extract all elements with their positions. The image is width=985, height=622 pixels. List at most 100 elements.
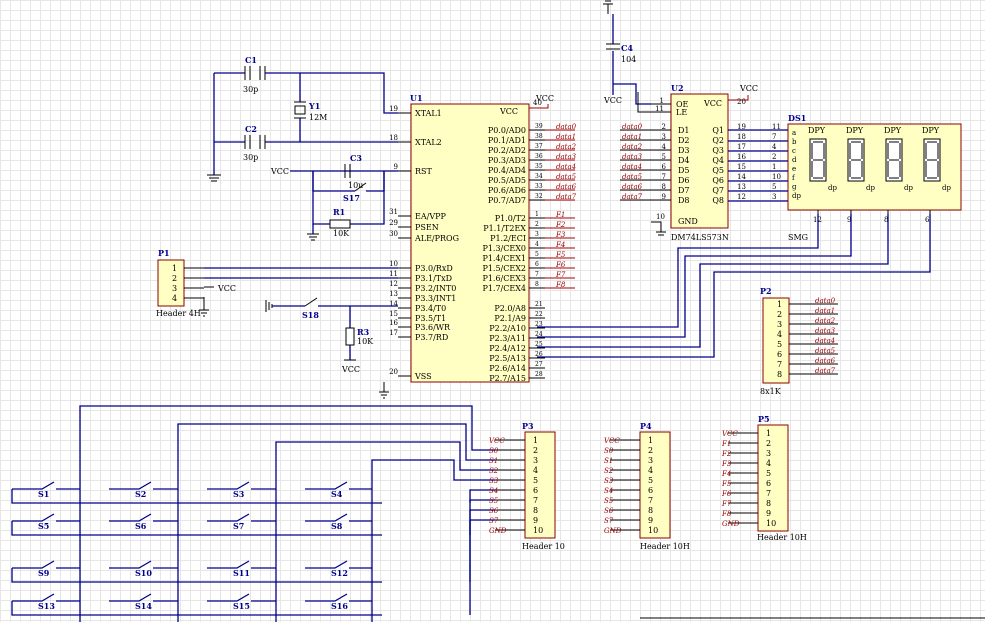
p4-pin-number: 5 [648, 476, 653, 485]
p3-pin-number: 5 [533, 476, 538, 485]
u1-pin-number: 27 [535, 361, 543, 368]
p2-name: 8x1K [760, 387, 782, 396]
net-label: data7 [815, 367, 836, 375]
net-label: S1 [489, 457, 498, 465]
net-label: S2 [604, 467, 614, 475]
net-label: S3 [489, 477, 499, 485]
net-label: S5 [604, 497, 614, 505]
p5-pin-number: 7 [766, 489, 771, 498]
segment-label: c [792, 147, 796, 155]
u1-pin-name: ALE/PROG [414, 234, 459, 243]
key-switch [12, 481, 80, 490]
u2-pin-number: 12 [737, 193, 746, 201]
seven-segment [925, 141, 939, 179]
segment-label: b [792, 138, 797, 146]
u2-pin-name: Q5 [712, 166, 724, 175]
p5-body[interactable] [757, 424, 789, 532]
key-switch [305, 481, 372, 490]
s18-ref: S18 [302, 310, 319, 320]
u2-vcc-number: 20 [737, 98, 746, 106]
r1-ref: R1 [333, 207, 345, 217]
u1-pin-name: P2.0/A8 [494, 304, 526, 313]
u1-pin-name: P1.7/CEX4 [482, 284, 526, 293]
u1-pin-name: P3.7/RD [415, 333, 448, 342]
ds1-name: SMG [788, 233, 808, 242]
net-label: data1 [815, 307, 835, 315]
u2-pin-name: LE [676, 108, 687, 117]
net-label: data5 [815, 347, 836, 355]
net-label: S6 [604, 507, 614, 515]
u1-pin-name: P2.3/A11 [489, 334, 526, 343]
u1-vcc-pin [529, 104, 549, 109]
u2-pin-name: OE [676, 100, 689, 109]
u2-pin-name: Q4 [712, 156, 724, 165]
p1-body[interactable] [157, 259, 185, 307]
net-label: data2 [556, 143, 577, 151]
u2-pin-number: 1 [660, 97, 664, 105]
keypad-column-wire [275, 441, 495, 622]
c3-value: 10u [348, 181, 363, 190]
keypad-row-return [469, 499, 495, 535]
u1-pin-number: 6 [535, 261, 539, 268]
u2-pin-name: D8 [678, 196, 690, 205]
p2-pin-number: 7 [777, 360, 782, 369]
u2-pin-number: 3 [662, 133, 666, 141]
u2-pin-name: D6 [678, 176, 690, 185]
u1-pin-name: P0.4/AD4 [488, 166, 526, 175]
p2-pin-number: 2 [777, 310, 782, 319]
net-label: GND [604, 527, 622, 535]
header-pins: 1VCC2S03S14S25S36S47S58S69S710GND1VCC2S0… [489, 429, 776, 535]
u2-pin-number: 6 [662, 163, 667, 171]
net-label: F8 [721, 510, 732, 518]
u1-pin-number: 35 [535, 163, 543, 170]
net-label: S1 [604, 457, 613, 465]
keypad-column-wire [371, 459, 495, 622]
p2-pin-number: 4 [777, 330, 782, 339]
p2-body[interactable] [762, 297, 790, 384]
p2-pin-number: 5 [777, 340, 782, 349]
p5-name: Header 10H [757, 533, 807, 542]
ds1-pin-number: 4 [772, 143, 777, 151]
digit-select-wires [537, 214, 931, 358]
net-label: F4 [555, 241, 565, 249]
keypad-row-wire [11, 521, 382, 536]
u2-ref: U2 [671, 83, 684, 93]
net-label: F3 [721, 460, 732, 468]
u1-pin-number: 3 [535, 231, 539, 238]
p4-pin-number: 4 [648, 466, 653, 475]
net-label: data7 [556, 193, 577, 201]
p4-pin-number: 8 [648, 506, 653, 515]
p5-pin-number: 9 [766, 509, 771, 518]
u1-pin-number: 36 [535, 153, 543, 160]
p4-body[interactable] [639, 431, 671, 539]
u1-pin-name: RST [415, 167, 433, 176]
u1-pin-number: 23 [535, 321, 543, 328]
c4-ref: C4 [621, 43, 633, 53]
segment-label: d [792, 156, 797, 164]
u1-pin-name: P2.7/A15 [489, 374, 526, 383]
u1-pin-number: 34 [535, 173, 543, 180]
seven-segment [849, 141, 863, 179]
p1-uart-wires [204, 267, 398, 279]
u2-pin-name: Q1 [712, 126, 724, 135]
u1-pin-number: 7 [535, 271, 539, 278]
u2-pin-number: 17 [737, 143, 746, 151]
p3-pin-number: 2 [533, 446, 538, 455]
segment-label: g [792, 183, 797, 191]
u2-pin-number: 15 [737, 163, 746, 171]
u1-body[interactable] [410, 103, 530, 383]
segment-label: a [792, 129, 796, 137]
p3-body[interactable] [524, 431, 556, 539]
c3-ref: C3 [350, 153, 362, 163]
net-label: data1 [556, 133, 576, 141]
u1-pin-number: 37 [535, 143, 543, 150]
key-switch [207, 560, 276, 569]
key-label-s7: S7 [233, 521, 244, 531]
u1-pin-name: P1.0/T2 [495, 214, 526, 223]
key-switch [207, 481, 276, 490]
u1-pin-number: 4 [535, 241, 539, 248]
